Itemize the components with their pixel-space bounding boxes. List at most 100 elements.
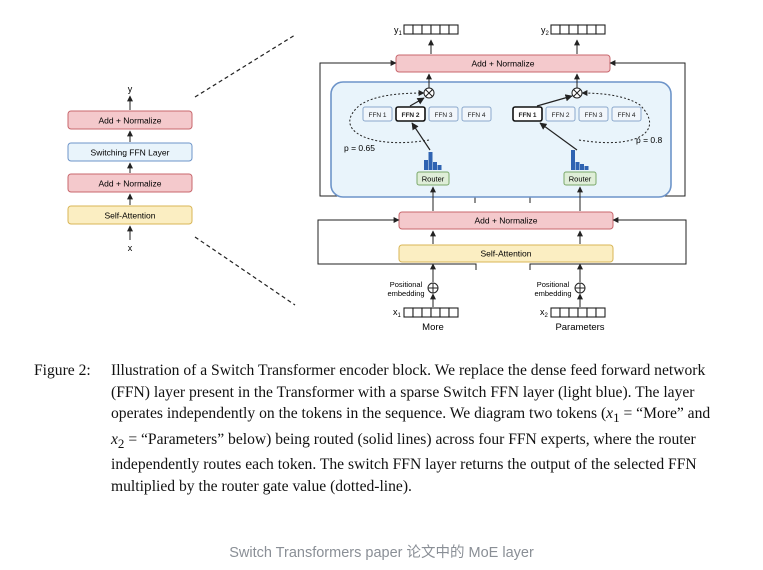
image-credit: Switch Transformers paper 论文中的 MoE layer — [229, 545, 534, 561]
expert-ffn-3 — [428, 106, 459, 122]
token-vector-cell — [568, 24, 579, 35]
token-vector-cell — [550, 307, 561, 318]
left-add-normalize-mid — [67, 173, 193, 193]
svg-text:x1: x1 — [393, 307, 402, 319]
histogram-bar — [580, 164, 584, 170]
router-histogram-1 — [424, 152, 442, 170]
token-vector-cell — [595, 307, 606, 318]
expert-ffn-label: FFN 4 — [467, 112, 485, 119]
token-vector-cell — [403, 307, 414, 318]
router-token-1 — [416, 171, 450, 186]
input-x2: x2 Parameters — [540, 307, 606, 333]
token-vector-cell — [577, 24, 588, 35]
token-vector-cell — [412, 24, 423, 35]
token-vector-cell — [430, 24, 441, 35]
expert-ffn-label: FFN 1 — [368, 112, 386, 119]
residual-top — [319, 60, 476, 203]
svg-text:Positional: Positional — [537, 280, 570, 289]
right-self-attention — [398, 244, 614, 263]
output-y2: y2 — [541, 24, 606, 37]
token-vector-cell — [586, 307, 597, 318]
input-word-1: More — [422, 322, 444, 333]
expert-ffn-label: FFN 2 — [401, 112, 419, 119]
expert-ffn-1 — [362, 106, 393, 122]
svg-text:embedding: embedding — [534, 289, 571, 298]
expert-ffn-4 — [611, 106, 642, 122]
left-add-normalize-top-label: Add + Normalize — [98, 116, 161, 126]
switch-ffn-layer — [330, 81, 672, 198]
histogram-bar — [584, 166, 589, 170]
expert-ffn-label: FFN 3 — [434, 112, 452, 119]
histogram-bar — [428, 152, 433, 170]
router-token-1-label: Router — [422, 175, 445, 184]
figure-caption: Figure 2: Illustration of a Switch Trans… — [34, 360, 724, 497]
token-vector-cell — [586, 24, 597, 35]
left-switching-ffn-label: Switching FFN Layer — [91, 148, 170, 158]
router-token-2 — [563, 171, 597, 186]
router-token-2-label: Router — [569, 175, 592, 184]
token-vector-cell — [439, 307, 450, 318]
right-add-normalize-top-label: Add + Normalize — [471, 59, 534, 69]
multiply-node-2 — [571, 87, 583, 99]
gate-dotted-line-1 — [349, 90, 430, 144]
token-vector-cell — [448, 307, 459, 318]
token-vector-cell — [439, 24, 450, 35]
expert-ffn-label: FFN 4 — [617, 112, 635, 119]
expert-ffn-label: FFN 2 — [551, 112, 569, 119]
histogram-bar — [433, 162, 437, 170]
expert-row-token-1: FFN 1 FFN 2 FFN 3 FFN 4 — [362, 106, 492, 122]
token-vector-cell — [559, 307, 570, 318]
token-vector-cell — [559, 24, 570, 35]
right-self-attention-label: Self-Attention — [480, 249, 531, 259]
histogram-bar — [424, 160, 428, 170]
left-output-y: y — [128, 84, 133, 94]
token-vector-cell — [448, 24, 459, 35]
svg-text:x2: x2 — [540, 307, 549, 319]
multiply-node-1 — [423, 87, 435, 99]
left-encoder-block: y Add + Normalize Switching FFN Layer Ad… — [67, 84, 193, 253]
histogram-bar — [437, 165, 442, 170]
probability-token-2: p = 0.8 — [636, 135, 663, 145]
svg-text:y2: y2 — [541, 25, 550, 37]
left-switching-ffn — [67, 142, 193, 162]
token-vector-cell — [550, 24, 561, 35]
token-vector-cell — [430, 307, 441, 318]
zoom-line-top — [194, 34, 296, 98]
router-histogram-2 — [571, 150, 589, 170]
left-self-attention-label: Self-Attention — [104, 211, 155, 221]
positional-embedding-2: Positional embedding — [534, 280, 586, 298]
right-encoder-block: y1 y2 Add + Normalize — [317, 24, 687, 333]
token-vector-cell — [403, 24, 414, 35]
gate-dotted-line-2 — [578, 90, 651, 144]
left-add-normalize-top — [67, 110, 193, 130]
histogram-bar — [575, 162, 580, 170]
token-vector-cell — [421, 24, 432, 35]
token-vector-cell — [421, 307, 432, 318]
expert-ffn-1 — [512, 106, 543, 122]
svg-text:Positional: Positional — [390, 280, 423, 289]
caption-body: Illustration of a Switch Transformer enc… — [111, 362, 711, 495]
probability-token-1: p = 0.65 — [344, 143, 375, 153]
input-word-2: Parameters — [555, 322, 604, 333]
expert-ffn-4 — [461, 106, 492, 122]
expert-ffn-label: FFN 3 — [584, 112, 602, 119]
token-vector-cell — [595, 24, 606, 35]
histogram-bar — [571, 150, 575, 170]
left-self-attention — [67, 205, 193, 225]
positional-embedding-1: Positional embedding — [387, 280, 439, 298]
switch-transformer-diagram: y Add + Normalize Switching FFN Layer Ad… — [67, 24, 687, 333]
svg-text:y1: y1 — [394, 25, 403, 37]
caption-label: Figure 2: — [34, 362, 91, 379]
expert-ffn-2 — [545, 106, 576, 122]
left-add-normalize-mid-label: Add + Normalize — [98, 179, 161, 189]
svg-text:embedding: embedding — [387, 289, 424, 298]
input-x1: x1 More — [393, 307, 459, 333]
expert-ffn-3 — [578, 106, 609, 122]
token-vector-cell — [568, 307, 579, 318]
expert-ffn-2 — [395, 106, 426, 122]
output-y1: y1 — [394, 24, 459, 37]
token-vector-cell — [577, 307, 588, 318]
expert-row-token-2: FFN 1 FFN 2 FFN 3 FFN 4 — [512, 106, 642, 122]
token-vector-cell — [412, 307, 423, 318]
expert-ffn-label: FFN 1 — [518, 112, 536, 119]
